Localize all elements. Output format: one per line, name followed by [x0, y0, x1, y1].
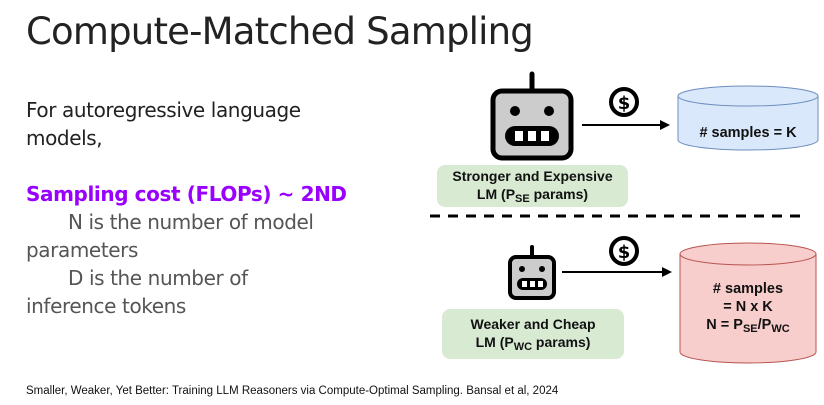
slide-title: Compute-Matched Sampling [26, 10, 534, 53]
slide-body: For autoregressive language models, Samp… [26, 96, 406, 320]
robot-icon [508, 245, 556, 300]
weak-model-label-box [442, 309, 624, 359]
dollar-coin-icon: $ [609, 236, 639, 266]
samples-nk-cylinder [679, 242, 817, 364]
strong-model-label-line-1: Stronger and Expensive [452, 168, 613, 184]
citation: Smaller, Weaker, Yet Better: Training LL… [26, 385, 559, 397]
strong-model-label-line-2: LM (PSE params) [476, 186, 589, 205]
samples-nk-line-2: = N x K [723, 299, 773, 315]
svg-text:$: $ [618, 242, 631, 263]
intro-line-2: models, [26, 126, 103, 150]
weak-model-label: Weaker and Cheap LM (PWC params) [442, 315, 624, 353]
strong-model-label-box [437, 165, 628, 207]
weak-model-label-line-2: LM (PWC params) [475, 334, 591, 353]
d-definition-line-1: D is the number of [68, 266, 248, 290]
d-definition-line-2: inference tokens [26, 294, 186, 318]
svg-text:$: $ [618, 93, 631, 114]
samples-k-cylinder [677, 85, 819, 151]
n-definition-line-2: parameters [26, 238, 139, 262]
dollar-coin-icon: $ [609, 87, 639, 117]
samples-nk-label: # samples = N x K N = PSE/PWC [680, 280, 816, 335]
sampling-cost-formula: Sampling cost (FLOPs) ~ 2ND [26, 182, 347, 206]
samples-nk-line-3: N = PSE/PWC [706, 317, 790, 335]
robot-icon [490, 71, 574, 161]
samples-nk-line-1: # samples [712, 281, 784, 297]
n-definition-line-1: N is the number of model [68, 210, 314, 234]
samples-k-label: # samples = K [699, 125, 797, 141]
weak-model-label-line-1: Weaker and Cheap [470, 316, 596, 332]
intro-line-1: For autoregressive language [26, 98, 301, 122]
strong-model-label: Stronger and Expensive LM (PSE params) [437, 167, 628, 205]
